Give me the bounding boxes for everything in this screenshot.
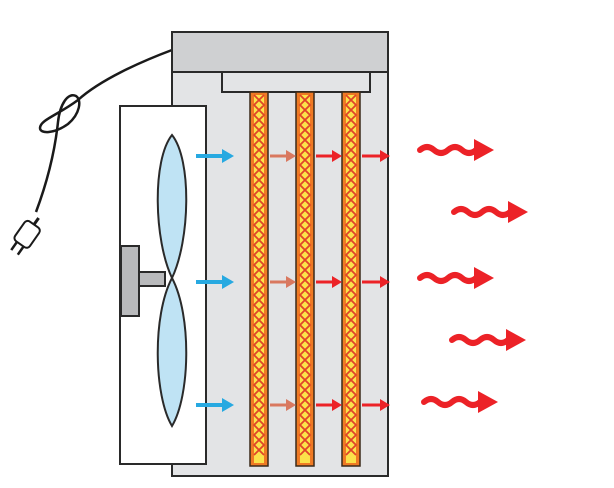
arrow-right-icon [196, 275, 234, 289]
arrow-right-icon [196, 398, 234, 412]
arrow-right-icon [362, 276, 390, 288]
cold-air-arrows [196, 149, 234, 412]
heating-element-icon [295, 91, 315, 467]
arrow-right-icon [270, 276, 296, 288]
wavy-arrow-right-icon [417, 139, 494, 161]
power-cord [34, 48, 173, 213]
arrow-right-icon [196, 149, 234, 163]
arrow-right-icon [316, 399, 342, 411]
power-plug-icon [10, 217, 41, 256]
arrow-right-icon [316, 276, 342, 288]
arrow-right-icon [316, 150, 342, 162]
arrow-right-icon [362, 399, 390, 411]
wavy-arrow-right-icon [417, 267, 494, 289]
arrow-right-icon [270, 150, 296, 162]
arrow-right-icon [270, 399, 296, 411]
heating-element-icon [341, 91, 361, 467]
element-bracket [221, 71, 371, 93]
wavy-arrow-right-icon [421, 391, 498, 413]
motor-icon [120, 245, 166, 317]
heat-transfer-arrows [270, 150, 390, 411]
wavy-arrow-right-icon [449, 329, 526, 351]
heating-elements [249, 91, 361, 467]
heating-element-icon [249, 91, 269, 467]
hot-air-arrows [417, 139, 528, 413]
wavy-arrow-right-icon [451, 201, 528, 223]
top-cap [171, 31, 389, 73]
fan-icon [156, 133, 188, 428]
arrow-right-icon [362, 150, 390, 162]
